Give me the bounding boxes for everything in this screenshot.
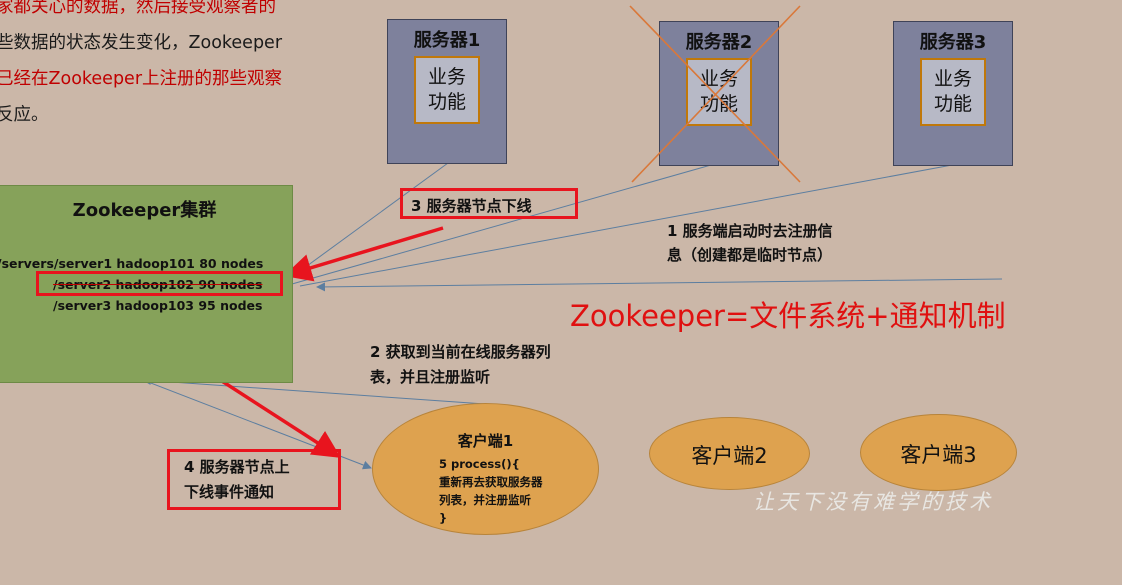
intro-line-4: 反应。 bbox=[0, 105, 49, 125]
step1-line2: 息（创建都是临时节点） bbox=[667, 246, 833, 264]
server-3: 服务器3 业务 功能 bbox=[893, 21, 1013, 166]
server-2-cross-icon bbox=[629, 5, 801, 183]
client-1-code-line2: 重新再去获取服务器 bbox=[439, 475, 543, 489]
step1-label: 1 服务端启动时去注册信 息（创建都是临时节点） bbox=[667, 219, 833, 267]
step2-line1: 2 获取到当前在线服务器列 bbox=[370, 343, 551, 361]
step3-label: 3 服务器节点下线 bbox=[411, 197, 532, 215]
server-1-func-line2: 功能 bbox=[427, 91, 466, 113]
cluster-node-server3: /server3 hadoop103 95 nodes bbox=[53, 298, 263, 313]
server-2-func-line1: 业务 bbox=[699, 68, 738, 90]
client-3: 客户端3 bbox=[860, 414, 1017, 491]
step4-label: 4 服务器节点上 下线事件通知 bbox=[184, 455, 290, 505]
client-2: 客户端2 bbox=[649, 417, 810, 490]
server2-node-highlight bbox=[36, 271, 283, 296]
cluster-node-server2: /server2 hadoop102 90 nodes bbox=[53, 277, 263, 292]
server1-register-line bbox=[284, 162, 449, 283]
server-3-business-function: 业务 功能 bbox=[920, 58, 986, 126]
server3-register-line bbox=[299, 164, 953, 287]
server-3-func-line2: 功能 bbox=[933, 93, 972, 115]
client-1-title: 客户端1 bbox=[457, 432, 514, 450]
cluster-title: Zookeeper集群 bbox=[72, 200, 217, 221]
intro-line-2: 些数据的状态发生变化，Zookeeper bbox=[0, 33, 283, 53]
server-2-func-line2: 功能 bbox=[699, 93, 738, 115]
client-1-process-code: 5 process(){ 重新再去获取服务器 列表，并注册监听 } bbox=[439, 455, 543, 527]
server-2: 服务器2 业务 功能 bbox=[659, 21, 779, 166]
watermark: 让天下没有难学的技术 bbox=[753, 490, 993, 514]
server-3-func-line1: 业务 bbox=[933, 68, 972, 90]
client-1-code-line1: 5 process(){ bbox=[439, 457, 520, 471]
step1-line1: 1 服务端启动时去注册信 bbox=[667, 222, 833, 240]
offline-arrow bbox=[283, 226, 444, 282]
server-1-title: 服务器1 bbox=[413, 30, 481, 51]
step4-box: 4 服务器节点上 下线事件通知 bbox=[167, 449, 341, 510]
client-2-label: 客户端2 bbox=[691, 444, 768, 468]
step3-box: 3 服务器节点下线 bbox=[400, 188, 578, 219]
intro-line-3: 已经在Zookeeper上注册的那些观察 bbox=[0, 69, 283, 89]
server-3-title: 服务器3 bbox=[919, 32, 987, 53]
step4-line1: 4 服务器节点上 bbox=[184, 458, 290, 476]
server-1-func-line1: 业务 bbox=[427, 66, 466, 88]
server-1: 服务器1 业务 功能 bbox=[387, 19, 507, 164]
register-arrow-line bbox=[316, 278, 1003, 292]
server-1-business-function: 业务 功能 bbox=[414, 56, 480, 124]
intro-paragraph: 家都关心的数据，然后接受观察者的 些数据的状态发生变化，Zookeeper 已经… bbox=[0, 0, 330, 133]
client-1-code-line4: } bbox=[439, 511, 448, 525]
server2-register-line bbox=[291, 162, 719, 285]
client-3-label: 客户端3 bbox=[900, 443, 977, 467]
server-2-title: 服务器2 bbox=[685, 32, 753, 53]
step2-line2: 表，并且注册监听 bbox=[370, 368, 491, 386]
client-1: 客户端1 5 process(){ 重新再去获取服务器 列表，并注册监听 } bbox=[372, 403, 599, 535]
client-listen-line bbox=[142, 376, 486, 405]
step4-line2: 下线事件通知 bbox=[184, 483, 275, 501]
zookeeper-cluster: Zookeeper集群 /servers/server1 hadoop101 8… bbox=[0, 185, 293, 383]
formula-text: Zookeeper=文件系统+通知机制 bbox=[570, 299, 1006, 333]
intro-line-1: 家都关心的数据，然后接受观察者的 bbox=[0, 0, 276, 17]
cluster-node-server1: /servers/server1 hadoop101 80 nodes bbox=[0, 256, 264, 271]
step2-label: 2 获取到当前在线服务器列 表，并且注册监听 bbox=[370, 340, 551, 390]
client-1-code-line3: 列表，并注册监听 bbox=[439, 493, 531, 507]
